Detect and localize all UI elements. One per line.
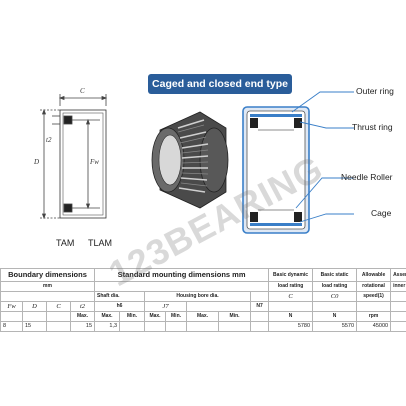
callout-thrust-ring: Thrust ring bbox=[352, 122, 393, 132]
header-c-symbol: C bbox=[268, 291, 314, 302]
header-shaft-dia: Shaft dia. bbox=[94, 291, 146, 302]
cell-basic-static: 5570 bbox=[312, 321, 358, 332]
callout-cage: Cage bbox=[371, 208, 392, 218]
header-blank bbox=[250, 291, 270, 302]
header-speed: speed(1) bbox=[356, 291, 392, 302]
header-max: Max. bbox=[186, 311, 220, 322]
cell-h6-max: 1,3 bbox=[94, 321, 121, 332]
section-title: Caged and closed end type bbox=[152, 78, 288, 90]
cell-c bbox=[46, 321, 71, 332]
header-min: Min. bbox=[119, 311, 146, 322]
header-blank bbox=[268, 301, 314, 312]
callout-leaders bbox=[291, 91, 354, 223]
cell-blank bbox=[390, 321, 406, 332]
dim-label-d: D bbox=[34, 158, 40, 166]
header-j7: J7 bbox=[144, 301, 188, 312]
header-mm: mm bbox=[0, 281, 96, 292]
header-basic-static: Basic static bbox=[312, 268, 358, 282]
bearing-drawings bbox=[40, 91, 354, 234]
model-label-tam: TAM bbox=[56, 238, 75, 248]
header-blank bbox=[22, 311, 47, 322]
header-max: Max. bbox=[144, 311, 167, 322]
header-boundary-dimensions: Boundary dimensions bbox=[0, 268, 96, 282]
cell-basic-dynamic: 5780 bbox=[268, 321, 314, 332]
header-blank bbox=[390, 311, 406, 322]
header-d: D bbox=[22, 301, 47, 312]
bearing-3d-illustration bbox=[151, 111, 229, 209]
header-basic-dynamic: Basic dynamic bbox=[268, 268, 314, 282]
header-inner-ring: inner ring bbox=[390, 281, 406, 292]
cell-blank bbox=[186, 321, 220, 332]
cross-section-drawing bbox=[40, 94, 108, 220]
cell-t2: 15 bbox=[69, 321, 96, 332]
header-c: C bbox=[46, 301, 71, 312]
header-blank bbox=[390, 301, 406, 312]
table-header-row-4: Fw D C t2 h6 J7 N7 bbox=[0, 301, 406, 312]
header-blank bbox=[0, 291, 96, 302]
cell-d: 15 bbox=[22, 321, 47, 332]
header-blank bbox=[46, 311, 71, 322]
header-unit-n: N bbox=[268, 311, 314, 322]
bearing-schematic bbox=[242, 106, 310, 234]
table-header-row-1: Boundary dimensions Standard mounting di… bbox=[0, 268, 406, 282]
header-unit-n: N bbox=[312, 311, 358, 322]
header-blank bbox=[186, 301, 252, 312]
cell-blank bbox=[119, 321, 146, 332]
cell-blank bbox=[165, 321, 188, 332]
dim-label-c: C bbox=[80, 87, 85, 95]
table-header-row-2: mm load rating load rating rotational in… bbox=[0, 281, 406, 292]
spec-table: Boundary dimensions Standard mounting di… bbox=[0, 268, 406, 332]
header-load-rating-dynamic: load rating bbox=[268, 281, 314, 292]
cell-blank bbox=[144, 321, 167, 332]
header-h6: h6 bbox=[94, 301, 146, 312]
dim-label-t2: t2 bbox=[46, 136, 52, 144]
header-blank bbox=[250, 311, 270, 322]
header-blank bbox=[0, 311, 23, 322]
callout-outer-ring: Outer ring bbox=[356, 86, 394, 96]
header-blank bbox=[390, 291, 406, 302]
section-title-bar: Caged and closed end type bbox=[148, 74, 292, 94]
header-load-rating-static: load rating bbox=[312, 281, 358, 292]
header-assembled: Assembled bbox=[390, 268, 406, 282]
header-housing-bore-dia: Housing bore dia. bbox=[144, 291, 252, 302]
table-header-row-3: Shaft dia. Housing bore dia. C C0 speed(… bbox=[0, 291, 406, 302]
header-rotational: rotational bbox=[356, 281, 392, 292]
header-n7: N7 bbox=[250, 301, 270, 312]
cell-blank bbox=[250, 321, 270, 332]
header-t2: t2 bbox=[69, 301, 96, 312]
dim-label-fw: Fw bbox=[90, 158, 99, 166]
model-label-tlam: TLAM bbox=[88, 238, 113, 248]
header-blank bbox=[312, 301, 358, 312]
header-min: Min. bbox=[165, 311, 188, 322]
table-row: 8 15 15 1,3 5780 5570 45000 bbox=[0, 321, 406, 332]
header-blank bbox=[356, 301, 392, 312]
header-max: Max. bbox=[94, 311, 121, 322]
header-max: Max. bbox=[69, 311, 96, 322]
cell-speed: 45000 bbox=[356, 321, 392, 332]
cell-blank bbox=[218, 321, 252, 332]
table-header-row-5: Max. Max. Min. Max. Min. Max. Min. N N r… bbox=[0, 311, 406, 322]
cell-fw: 8 bbox=[0, 321, 23, 332]
header-allowable: Allowable bbox=[356, 268, 392, 282]
header-c0-symbol: C0 bbox=[312, 291, 358, 302]
header-unit-rpm: rpm bbox=[356, 311, 392, 322]
header-min: Min. bbox=[218, 311, 252, 322]
callout-needle-roller: Needle Roller bbox=[341, 172, 393, 182]
header-fw: Fw bbox=[0, 301, 23, 312]
